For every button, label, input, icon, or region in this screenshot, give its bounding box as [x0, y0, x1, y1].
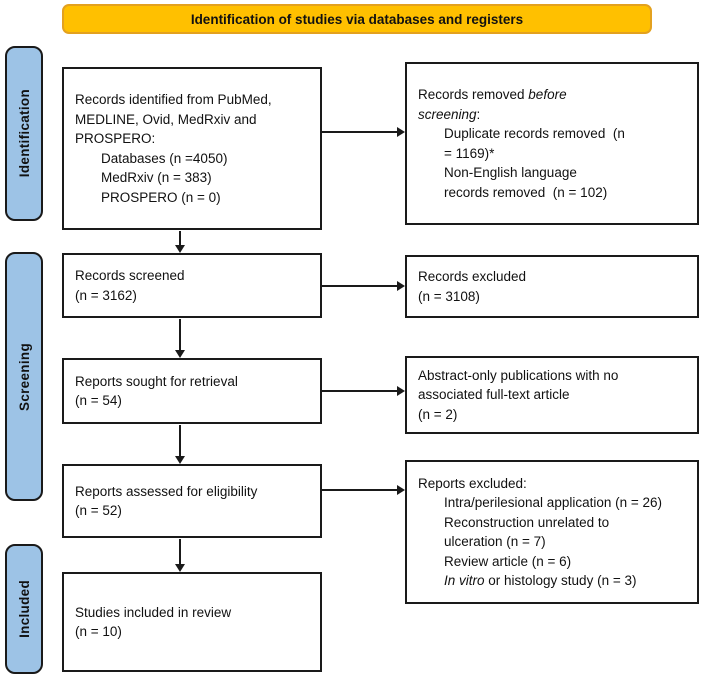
box-abstract-only-excluded: Abstract-only publications with no associ… — [405, 356, 699, 434]
banner-label: Identification of studies via databases … — [190, 11, 524, 27]
text-segment: PROSPERO: — [75, 131, 156, 146]
text-line: Abstract-only publications with no — [418, 366, 693, 386]
text-line: PROSPERO: — [75, 129, 316, 149]
box-reports-sought: Reports sought for retrieval (n = 54) — [62, 358, 322, 424]
arrow-identified-to-screened — [175, 231, 185, 253]
text-line: Duplicate records removed (n — [418, 124, 693, 144]
text-segment: before — [528, 87, 567, 102]
text-segment: Review article (n = 6) — [444, 553, 572, 569]
text-segment: ulceration (n = 7) — [444, 534, 546, 549]
text-segment: records removed (n = 102) — [444, 184, 608, 200]
text-segment: MEDLINE, Ovid, MedRxiv and — [75, 111, 257, 127]
text-segment: (n = 3162) — [75, 287, 137, 303]
arrow-identified-to-removed — [322, 127, 405, 137]
text-segment: In vitro — [444, 573, 485, 588]
text-line: Review article (n = 6) — [418, 552, 693, 572]
arrow-screened-to-excluded — [322, 281, 405, 291]
text-line: Records removed before — [418, 85, 693, 105]
text-line: screening: — [418, 105, 693, 125]
text-line: Records screened — [75, 266, 316, 286]
text-line: Reports excluded: — [418, 474, 693, 494]
box-reports-assessed: Reports assessed for eligibility (n = 52) — [62, 464, 322, 538]
text-line: Non-English language — [418, 163, 693, 183]
text-line: = 1169)* — [418, 144, 693, 164]
stage-identification-label: Identification — [16, 89, 32, 178]
text-segment: Reports sought for retrieval — [75, 373, 238, 389]
arrow-sought-to-assessed — [175, 425, 185, 464]
text-line: associated full-text article — [418, 385, 693, 405]
text-line: Records identified from PubMed, — [75, 90, 316, 110]
text-segment: Reconstruction unrelated to — [444, 514, 610, 530]
text-segment: Duplicate records removed (n — [444, 126, 625, 141]
text-line: (n = 54) — [75, 391, 316, 411]
arrow-sought-to-abstract-only — [322, 386, 405, 396]
box-records-excluded: Records excluded (n = 3108) — [405, 255, 699, 318]
stage-identification: Identification — [5, 46, 43, 221]
text-segment: Reports assessed for eligibility — [75, 483, 258, 499]
text-segment: Records removed — [418, 87, 529, 102]
text-segment: (n = 54) — [75, 393, 122, 408]
text-segment: screening — [418, 106, 477, 122]
box-reports-excluded: Reports excluded: Intra/perilesional appl… — [405, 460, 699, 604]
text-segment: (n = 2) — [418, 406, 458, 422]
text-segment: Records screened — [75, 268, 185, 283]
text-line: MedRxiv (n = 383) — [75, 168, 316, 188]
stage-screening-label: Screening — [16, 342, 32, 411]
text-line: (n = 2) — [418, 405, 693, 425]
banner: Identification of studies via databases … — [62, 4, 652, 34]
text-line: In vitro or histology study (n = 3) — [418, 571, 693, 591]
text-line: records removed (n = 102) — [418, 183, 693, 203]
text-line: Intra/perilesional application (n = 26) — [418, 493, 693, 513]
text-line: Databases (n =4050) — [75, 149, 316, 169]
text-line: (n = 52) — [75, 501, 316, 521]
text-segment: Reports excluded: — [418, 475, 527, 491]
text-segment: (n = 52) — [75, 503, 122, 518]
text-line: PROSPERO (n = 0) — [75, 188, 316, 208]
arrow-assessed-to-included — [175, 539, 185, 572]
stage-included: Included — [5, 544, 43, 674]
text-segment: : — [476, 106, 481, 122]
text-segment: MedRxiv (n = 383) — [101, 170, 212, 185]
text-segment: Non-English language — [444, 165, 577, 180]
text-segment: Records identified from PubMed, — [75, 92, 272, 107]
text-line: (n = 3108) — [418, 287, 693, 307]
text-segment: associated full-text article — [418, 387, 570, 403]
text-line: Reports assessed for eligibility — [75, 482, 316, 502]
box-records-identified: Records identified from PubMed, MEDLINE, … — [62, 67, 322, 230]
text-segment: or histology study (n = 3) — [484, 573, 637, 588]
text-line: Studies included in review — [75, 603, 316, 623]
text-segment: Databases (n =4050) — [101, 150, 228, 166]
text-segment: Intra/perilesional application (n = 26) — [444, 495, 663, 510]
text-segment: Records excluded — [418, 269, 527, 284]
box-studies-included: Studies included in review (n = 10) — [62, 572, 322, 672]
text-segment: PROSPERO (n = 0) — [101, 189, 221, 205]
text-line: ulceration (n = 7) — [418, 532, 693, 552]
text-segment: (n = 10) — [75, 624, 122, 639]
text-line: Reconstruction unrelated to — [418, 513, 693, 533]
text-line: Records excluded — [418, 267, 693, 287]
arrow-screened-to-sought — [175, 319, 185, 358]
text-segment: = 1169)* — [444, 145, 495, 161]
text-segment: Abstract-only publications with no — [418, 367, 619, 383]
text-line: (n = 10) — [75, 622, 316, 642]
text-line: MEDLINE, Ovid, MedRxiv and — [75, 110, 316, 130]
arrow-assessed-to-reports-excluded — [322, 485, 405, 495]
text-line: (n = 3162) — [75, 286, 316, 306]
text-segment: Studies included in review — [75, 604, 232, 620]
stage-included-label: Included — [16, 580, 32, 638]
stage-screening: Screening — [5, 252, 43, 501]
text-line: Reports sought for retrieval — [75, 372, 316, 392]
box-records-screened: Records screened (n = 3162) — [62, 253, 322, 318]
text-segment: (n = 3108) — [418, 288, 480, 304]
